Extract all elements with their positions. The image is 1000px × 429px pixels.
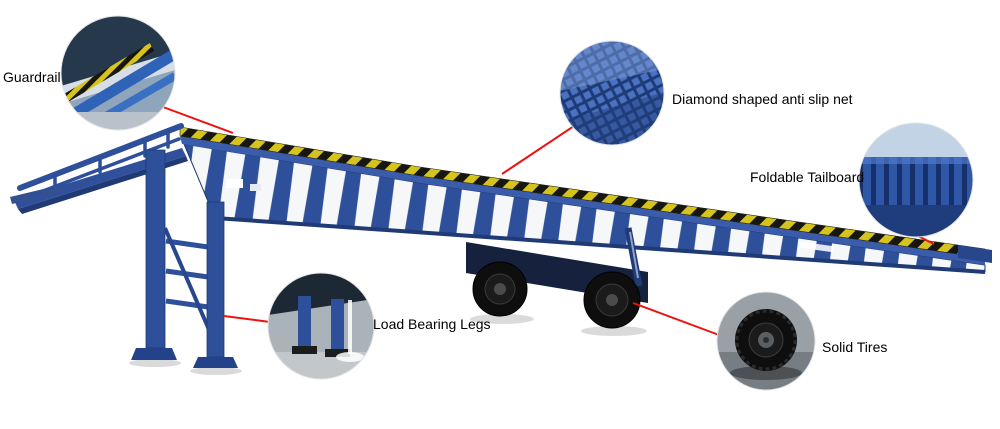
callout-line-anti-slip: [501, 123, 578, 175]
ramp-deck-plate: [180, 136, 985, 265]
ground-shadows: [129, 314, 647, 375]
legs-inset-ring: [267, 272, 375, 380]
tailboard-inset-ring: [858, 122, 974, 238]
callout-label-solid-tires: Solid Tires: [822, 339, 888, 355]
ramp-bottom-chord: [214, 216, 986, 274]
callout-label-load-bearing-legs: Load Bearing Legs: [373, 316, 491, 332]
callout-label-anti-slip-net: Diamond shaped anti slip net: [672, 91, 853, 107]
tailboard-inset-photo: [859, 123, 973, 237]
support-legs: [131, 149, 238, 368]
callout-line-legs: [223, 315, 271, 323]
callout-line-guardrail: [154, 103, 234, 134]
guardrail-inset-ring: [60, 15, 176, 131]
anti-slip-net-inset-photo: [560, 41, 664, 145]
guardrail-rails: [17, 123, 184, 198]
callout-line-tires: [632, 302, 720, 336]
callout-label-foldable-tailboard: Foldable Tailboard: [750, 169, 865, 185]
callout-label-guardrail: Guardrail: [3, 69, 61, 85]
legs-inset-photo: [268, 273, 374, 379]
ramp-illustration: [10, 123, 992, 375]
wheels: [466, 227, 648, 329]
deck-plates: [226, 179, 835, 253]
anti-slip-inset-ring: [559, 40, 665, 146]
tires-inset-ring: [716, 291, 816, 391]
tailboard-lip: [958, 245, 992, 263]
